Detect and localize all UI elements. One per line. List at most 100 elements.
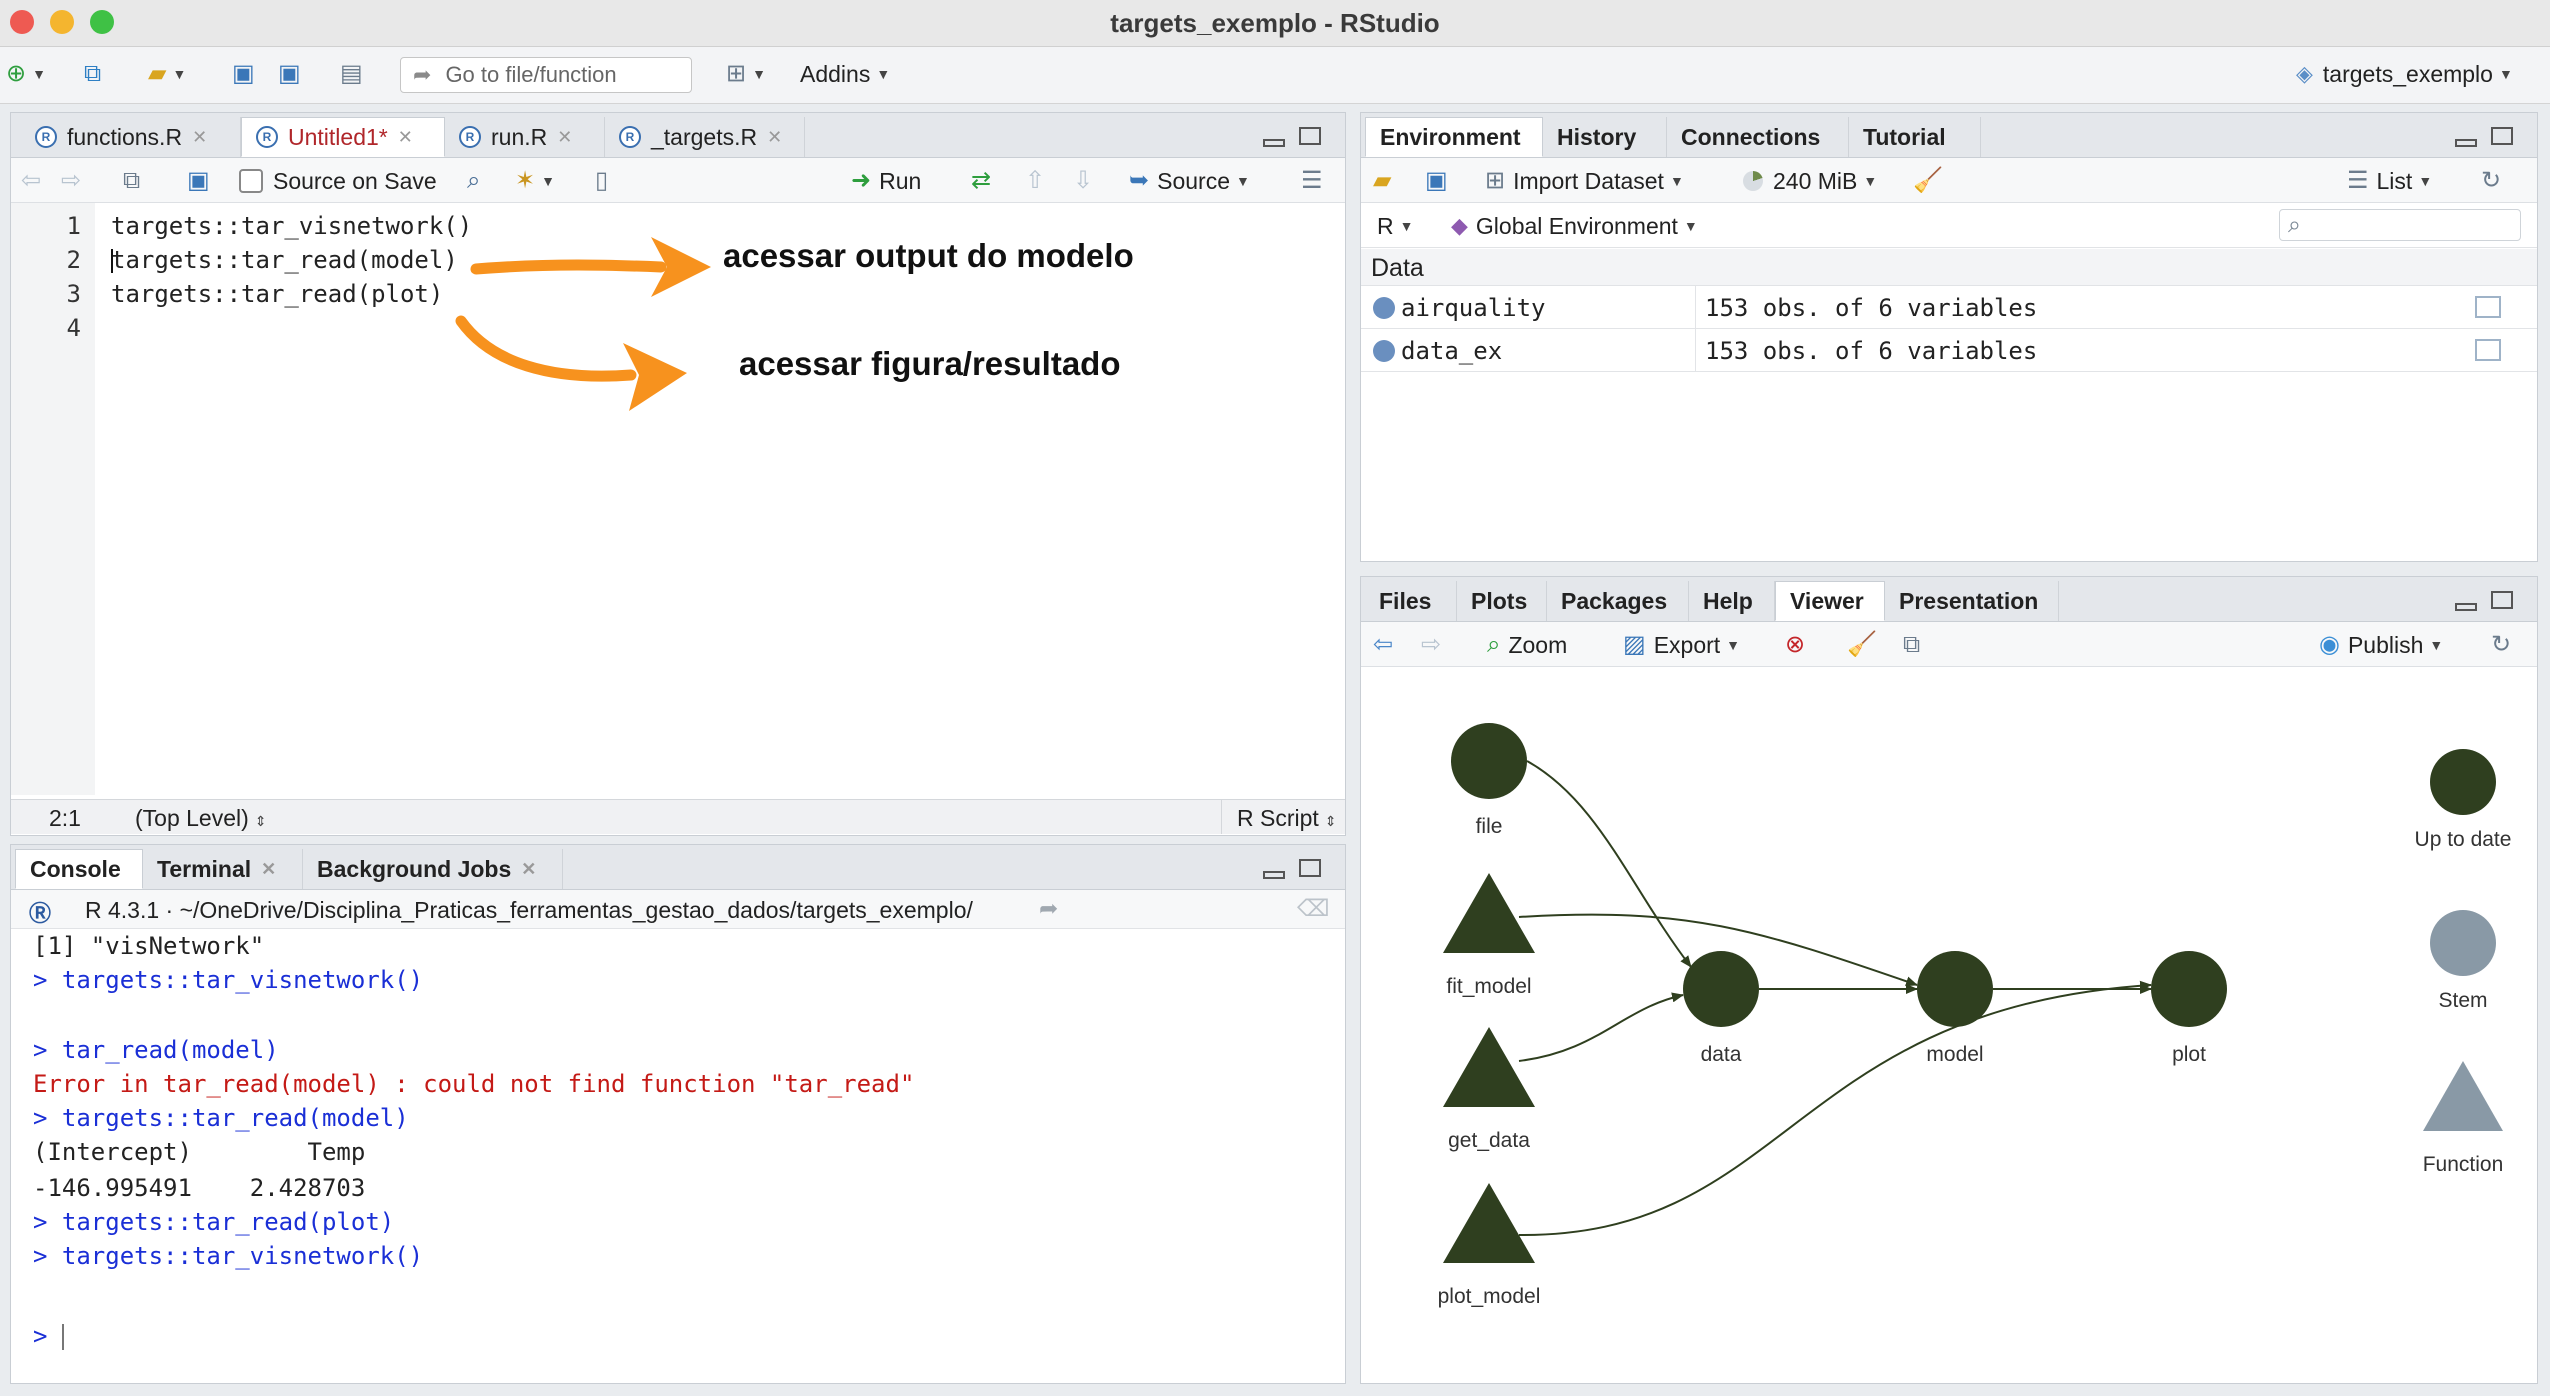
maximize-pane-button[interactable]: [1299, 859, 1321, 877]
expand-icon[interactable]: [1373, 297, 1395, 319]
console-prompt[interactable]: >: [33, 1319, 64, 1353]
tab-untitled1[interactable]: R Untitled1*✕: [241, 117, 445, 157]
tab-functions-r[interactable]: R functions.R✕: [21, 117, 241, 157]
save-all-button[interactable]: ▣: [278, 59, 301, 89]
tab-run-r[interactable]: R run.R✕: [445, 117, 605, 157]
environment-row[interactable]: data_ex 153 obs. of 6 variables: [1361, 329, 2537, 372]
run-button[interactable]: ➜ Run: [851, 167, 922, 194]
pane-layout-button[interactable]: ⊞▼: [726, 60, 766, 87]
go-to-file-input[interactable]: ➦ Go to file/function: [400, 57, 692, 93]
print-button[interactable]: ▤: [340, 59, 363, 89]
minimize-window-button[interactable]: [50, 10, 74, 34]
tab-viewer[interactable]: Viewer: [1775, 581, 1885, 621]
prev-section-button[interactable]: ⇧: [1025, 166, 1045, 196]
environment-search-input[interactable]: ⌕: [2279, 209, 2521, 241]
node-plot_model[interactable]: plot_model: [1438, 1183, 1541, 1308]
code-tools-button[interactable]: ✶▼: [515, 167, 555, 194]
tab-environment[interactable]: Environment: [1365, 117, 1543, 157]
source-button[interactable]: ➥ Source▼: [1129, 167, 1250, 194]
tab-history[interactable]: History: [1543, 117, 1667, 157]
close-tab-icon[interactable]: ✕: [397, 126, 413, 147]
refresh-environment-button[interactable]: ↻: [2481, 166, 2501, 196]
back-button[interactable]: ⇦: [21, 166, 41, 196]
minimize-pane-button[interactable]: [1263, 871, 1285, 879]
close-window-button[interactable]: [10, 10, 34, 34]
console-output[interactable]: [1] "visNetwork" > targets::tar_visnetwo…: [11, 929, 1345, 1383]
save-workspace-button[interactable]: ▣: [1425, 166, 1448, 196]
project-menu[interactable]: ◈ targets_exemplo▼: [2296, 60, 2513, 87]
import-dataset-button[interactable]: ⊞ Import Dataset▼: [1485, 167, 1684, 194]
node-fit_model[interactable]: fit_model: [1443, 873, 1535, 998]
save-file-button[interactable]: ▣: [187, 166, 210, 196]
tab-console[interactable]: Console: [15, 849, 143, 889]
remove-viewer-item-button[interactable]: ⊗: [1785, 630, 1805, 660]
viewer-back-button[interactable]: ⇦: [1373, 630, 1393, 660]
tab-packages[interactable]: Packages: [1547, 581, 1689, 621]
save-button[interactable]: ▣: [232, 59, 255, 89]
edge-plot_model-plot: [1518, 980, 2152, 1237]
clear-objects-button[interactable]: 🧹: [1913, 166, 1943, 196]
close-tab-icon[interactable]: ✕: [261, 858, 277, 879]
maximize-pane-button[interactable]: [2491, 591, 2513, 609]
maximize-pane-button[interactable]: [2491, 127, 2513, 145]
close-tab-icon[interactable]: ✕: [192, 126, 208, 147]
tab-presentation[interactable]: Presentation: [1885, 581, 2059, 621]
addins-menu[interactable]: Addins▼: [800, 60, 891, 87]
scope-dropdown[interactable]: ◆ Global Environment▼: [1451, 212, 1698, 239]
tab-plots[interactable]: Plots: [1457, 581, 1547, 621]
show-in-window-button[interactable]: ⧉: [123, 166, 140, 196]
next-section-button[interactable]: ⇩: [1073, 166, 1093, 196]
new-file-button[interactable]: ⊕▼: [6, 60, 46, 87]
language-selector[interactable]: R▼: [1377, 212, 1414, 239]
maximize-window-button[interactable]: [90, 10, 114, 34]
targets-network-graph[interactable]: file fit_model get_data plot_model data model…: [1361, 667, 2535, 1381]
scope-selector[interactable]: (Top Level)⇕: [135, 805, 267, 831]
view-data-icon[interactable]: [2475, 339, 2501, 361]
view-data-icon[interactable]: [2475, 296, 2501, 318]
close-tab-icon[interactable]: ✕: [521, 858, 537, 879]
tab-background-jobs[interactable]: Background Jobs✕: [303, 849, 563, 889]
view-mode-button[interactable]: ☰ List▼: [2347, 167, 2433, 194]
load-workspace-button[interactable]: ▰: [1373, 166, 1391, 196]
minimize-pane-button[interactable]: [1263, 139, 1285, 147]
viewer-forward-button[interactable]: ⇨: [1421, 630, 1441, 660]
tab-terminal[interactable]: Terminal✕: [143, 849, 303, 889]
open-file-button[interactable]: ▰▼: [148, 60, 187, 87]
tab-tutorial[interactable]: Tutorial: [1849, 117, 1981, 157]
tab-connections[interactable]: Connections: [1667, 117, 1849, 157]
new-project-button[interactable]: ⧉: [84, 59, 101, 89]
zoom-button[interactable]: ⌕ Zoom: [1487, 631, 1568, 658]
publish-button[interactable]: ◉ Publish▼: [2319, 631, 2444, 658]
rerun-button[interactable]: ⇄: [971, 166, 991, 196]
expand-icon[interactable]: [1373, 340, 1395, 362]
outline-button[interactable]: ☰: [1301, 166, 1323, 196]
environment-row[interactable]: airquality 153 obs. of 6 variables: [1361, 286, 2537, 329]
minimize-pane-button[interactable]: [2455, 603, 2477, 611]
node-file[interactable]: file: [1451, 723, 1527, 838]
forward-button[interactable]: ⇨: [61, 166, 81, 196]
node-plot[interactable]: plot: [2151, 951, 2227, 1066]
source-on-save-checkbox[interactable]: Source on Save: [239, 166, 437, 196]
tab-targets-r[interactable]: R _targets.R✕: [605, 117, 805, 157]
node-get_data[interactable]: get_data: [1443, 1027, 1535, 1152]
export-button[interactable]: ▨ Export▼: [1623, 631, 1741, 658]
find-button[interactable]: ⌕: [467, 166, 480, 196]
go-to-directory-icon[interactable]: ➦: [1039, 895, 1059, 921]
compile-report-button[interactable]: ▯: [595, 166, 608, 196]
node-plot-shape: [2151, 951, 2227, 1027]
tab-files[interactable]: Files: [1365, 581, 1457, 621]
close-tab-icon[interactable]: ✕: [767, 126, 783, 147]
filetype-selector[interactable]: R Script⇕: [1237, 805, 1337, 831]
memory-usage-button[interactable]: 240 MiB▼: [1743, 166, 1877, 196]
refresh-viewer-button[interactable]: ↻: [2491, 630, 2511, 660]
node-data[interactable]: data: [1683, 951, 1759, 1066]
close-tab-icon[interactable]: ✕: [557, 126, 573, 147]
minimize-pane-button[interactable]: [2455, 139, 2477, 147]
node-model[interactable]: model: [1917, 951, 1993, 1066]
clear-viewer-button[interactable]: 🧹: [1847, 630, 1877, 660]
tab-help[interactable]: Help: [1689, 581, 1775, 621]
clear-console-icon[interactable]: ⌫: [1297, 895, 1330, 921]
maximize-pane-button[interactable]: [1299, 127, 1321, 145]
show-in-window-button[interactable]: ⧉: [1903, 630, 1920, 660]
